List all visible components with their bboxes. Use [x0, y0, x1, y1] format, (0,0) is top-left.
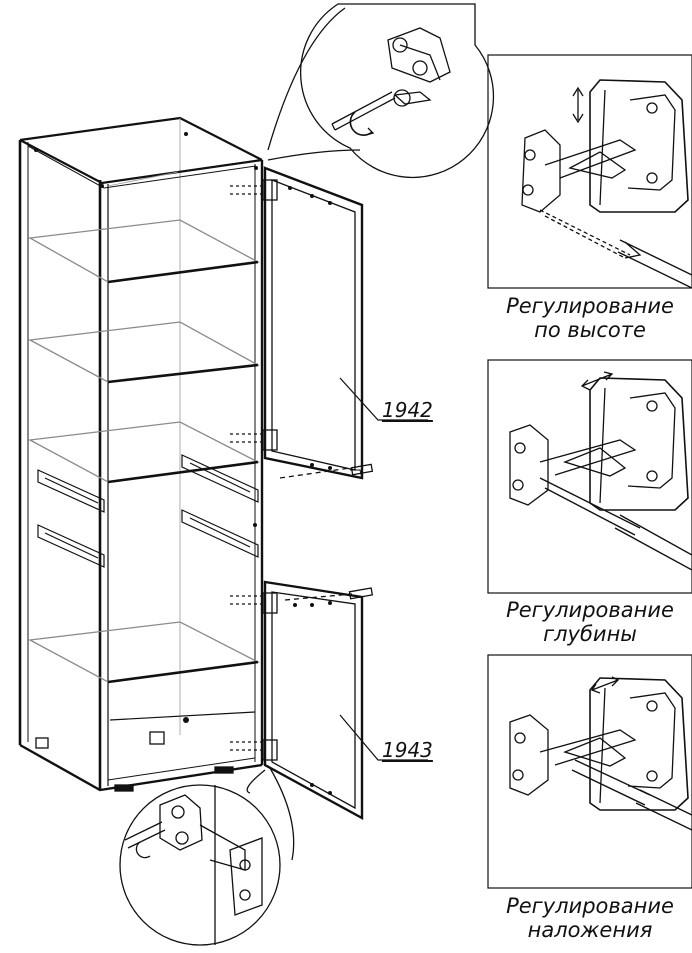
hinge-detail-callout	[119, 767, 295, 946]
glass-shelf	[27, 621, 261, 684]
caption-overlay-adjust: Регулирование наложения	[488, 894, 692, 942]
caption-line: Регулирование	[506, 894, 674, 918]
caption-line: Регулирование	[506, 598, 674, 622]
panel-depth-adjust	[487, 359, 692, 594]
caption-line: наложения	[527, 918, 653, 942]
caption-line: по высоте	[534, 318, 646, 342]
caption-line: Регулирование	[506, 294, 674, 318]
hinge	[230, 179, 278, 761]
glass-shelf	[27, 321, 261, 384]
cabinet-foot	[35, 731, 234, 792]
glass-shelf	[27, 219, 261, 284]
caption-height-adjust: Регулирование по высоте	[488, 294, 692, 342]
cabinet	[18, 116, 264, 792]
glass-shelf	[27, 421, 261, 484]
door-1942	[263, 166, 428, 480]
hinge-detail-callout	[267, 3, 495, 179]
panel-height-adjust	[487, 54, 692, 289]
panel-overlay-adjust	[487, 654, 692, 889]
drawer-runner	[37, 454, 259, 568]
part-label-1942: 1942	[382, 398, 433, 422]
door-1943	[263, 580, 428, 821]
caption-depth-adjust: Регулирование глубины	[488, 598, 692, 646]
caption-line: глубины	[543, 622, 637, 646]
part-label-1943: 1943	[382, 738, 433, 762]
